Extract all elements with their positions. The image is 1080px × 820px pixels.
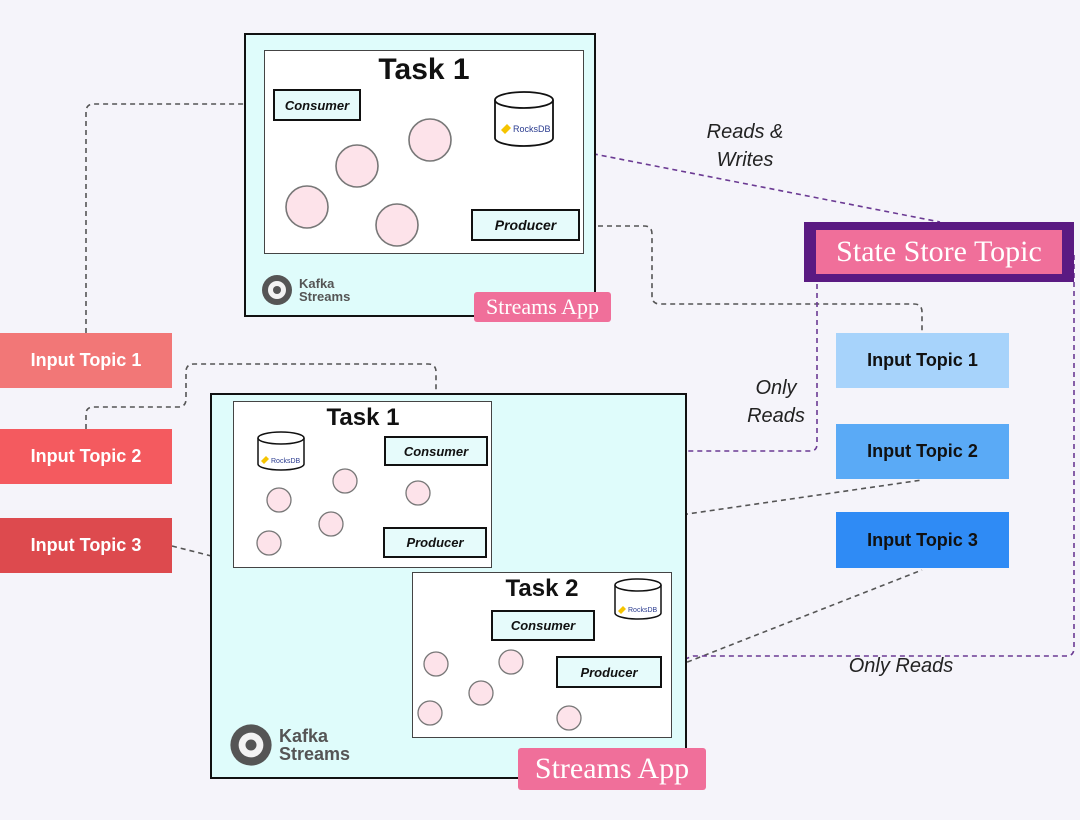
bottom-task1-title: Task 1 bbox=[326, 404, 400, 431]
bottom-task2-title: Task 2 bbox=[505, 575, 579, 602]
only-reads-a-line-1: Only bbox=[755, 377, 797, 399]
state-store-topic-label: State Store Topic bbox=[816, 230, 1062, 274]
top-streams-app-label: Streams App bbox=[474, 292, 611, 322]
edge-input2-to-bottom-consumer bbox=[85, 363, 437, 436]
edge-state-store-to-b2 bbox=[661, 255, 1075, 669]
only-reads-a-line-2: Reads bbox=[747, 405, 805, 427]
edge-top-producer-to-right-topic1 bbox=[580, 225, 923, 333]
state-store-topic: State Store Topic bbox=[804, 222, 1074, 282]
left-input-topic-2: Input Topic 2 bbox=[0, 429, 172, 484]
top-consumer: Consumer bbox=[273, 89, 361, 121]
top-producer: Producer bbox=[471, 209, 580, 241]
bottom-task1-rocksdb-icon: RocksDB bbox=[257, 431, 305, 471]
top-rocksdb-icon: RocksDB bbox=[494, 91, 554, 147]
bottom-task1-rocksdb-label: RocksDB bbox=[271, 458, 301, 465]
top-rocksdb-label: RocksDB bbox=[513, 124, 551, 134]
top-task-title: Task 1 bbox=[378, 53, 470, 86]
bottom-task2-consumer: Consumer bbox=[491, 610, 595, 641]
right-input-topic-1: Input Topic 1 bbox=[836, 333, 1009, 388]
bottom-task2-rocksdb-icon: RocksDB bbox=[614, 578, 662, 620]
bottom-task1-consumer: Consumer bbox=[384, 436, 488, 466]
edge-input1-to-top-consumer bbox=[85, 103, 273, 333]
kafka-streams-logo-icon-bottom bbox=[230, 724, 272, 766]
right-input-topic-3: Input Topic 3 bbox=[836, 512, 1009, 568]
edge-top-db-to-state-store bbox=[583, 151, 941, 223]
top-logo-text-2: Streams bbox=[299, 289, 351, 304]
left-input-topic-1: Input Topic 1 bbox=[0, 333, 172, 388]
reads-writes-line-1: Reads & bbox=[706, 121, 784, 143]
bottom-kafka-streams-logo: Kafka Streams bbox=[229, 722, 350, 768]
edge-state-store-to-b1-consumer bbox=[489, 284, 818, 452]
edge-label-only-reads-a: Only Reads bbox=[734, 374, 818, 430]
bottom-logo-text-2: Streams bbox=[279, 744, 351, 764]
reads-writes-line-2: Writes bbox=[716, 149, 774, 171]
edge-label-reads-writes: Reads & Writes bbox=[690, 118, 800, 174]
top-logo-text-1: Kafka bbox=[299, 276, 335, 291]
edge-label-only-reads-b: Only Reads bbox=[848, 655, 954, 677]
right-input-topic-2: Input Topic 2 bbox=[836, 424, 1009, 479]
bottom-streams-app-label: Streams App bbox=[518, 748, 706, 790]
left-input-topic-3: Input Topic 3 bbox=[0, 518, 172, 573]
edge-b2-producer-to-right-topic3 bbox=[661, 569, 923, 673]
kafka-streams-logo-icon bbox=[262, 275, 292, 305]
bottom-task2-producer: Producer bbox=[556, 656, 662, 688]
bottom-logo-text-1: Kafka bbox=[279, 726, 329, 746]
bottom-task2-rocksdb-label: RocksDB bbox=[628, 607, 658, 614]
top-kafka-streams-logo: Kafka Streams bbox=[261, 273, 350, 307]
bottom-task1-producer: Producer bbox=[383, 527, 487, 558]
